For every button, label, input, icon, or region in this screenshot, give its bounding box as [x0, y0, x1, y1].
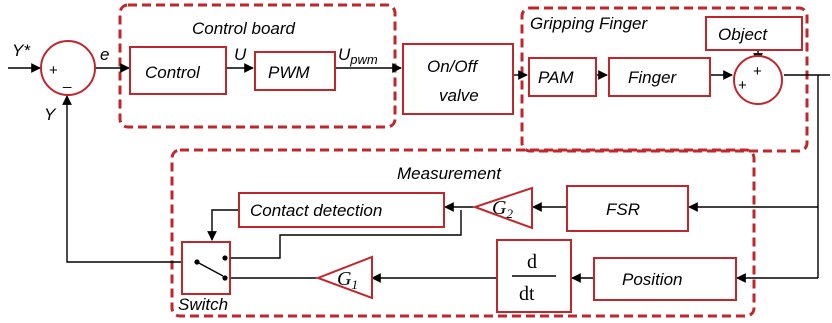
contact-branch-wire: [230, 210, 462, 259]
gain-g1-label: G1: [337, 268, 358, 292]
switch-label: Switch: [178, 295, 228, 314]
finger-block: [608, 57, 711, 97]
pam-block-label: PAM: [538, 68, 574, 87]
valve-block: [402, 43, 514, 115]
control-board-label: Control board: [192, 19, 296, 38]
gain-g2-triangle: [471, 186, 533, 230]
control-block: [129, 46, 227, 95]
gripping-finger-group: [520, 6, 809, 153]
switch-contact-lower: [222, 275, 228, 281]
sum-plus-left-sign: +: [738, 77, 747, 94]
measurement-group: [170, 148, 756, 318]
pwm-block: [254, 51, 336, 91]
switch-lever: [196, 261, 224, 277]
object-block-label: Object: [718, 25, 768, 44]
finger-block-label: Finger: [628, 68, 678, 87]
derivative-denominator: dt: [519, 283, 535, 305]
object-block: [705, 16, 803, 51]
measurement-label: Measurement: [397, 164, 502, 183]
feedback-signal-label: Y: [44, 105, 57, 124]
derivative-block: [496, 239, 572, 313]
fsr-block: [566, 185, 689, 232]
switch-contact-upper: [222, 255, 228, 261]
reference-signal-label: Y*: [12, 41, 31, 60]
output-summing-junction: [733, 55, 783, 105]
valve-block-label-line1: On/Off: [427, 57, 479, 76]
pwm-block-label: PWM: [268, 63, 310, 82]
sum-plus-top-sign: +: [753, 63, 762, 80]
valve-block-label-line2: valve: [439, 86, 479, 105]
pwm-signal-label: Upwm: [338, 45, 378, 67]
pam-block: [528, 57, 597, 97]
position-block: [593, 257, 737, 301]
derivative-numerator: d: [527, 251, 537, 273]
contact-detection-label: Contact detection: [250, 201, 382, 220]
position-block-label: Position: [622, 270, 682, 289]
ref-minus-sign: _: [62, 72, 72, 89]
reference-summing-junction: [40, 40, 96, 96]
gain-g1-triangle: [315, 255, 373, 300]
gain-g2-label: G2: [492, 197, 513, 221]
gripping-finger-label: Gripping Finger: [530, 14, 649, 33]
fsr-block-label: FSR: [606, 200, 640, 219]
error-signal-label: e: [100, 45, 109, 64]
ref-plus-sign: +: [49, 62, 58, 79]
control-block-label: Control: [145, 63, 201, 82]
feedback-wire: [62, 95, 196, 263]
contact-to-switch-wire: [207, 209, 238, 241]
control-signal-label: U: [234, 45, 247, 64]
switch-block: [181, 241, 231, 295]
contact-detection-block: [238, 192, 445, 228]
